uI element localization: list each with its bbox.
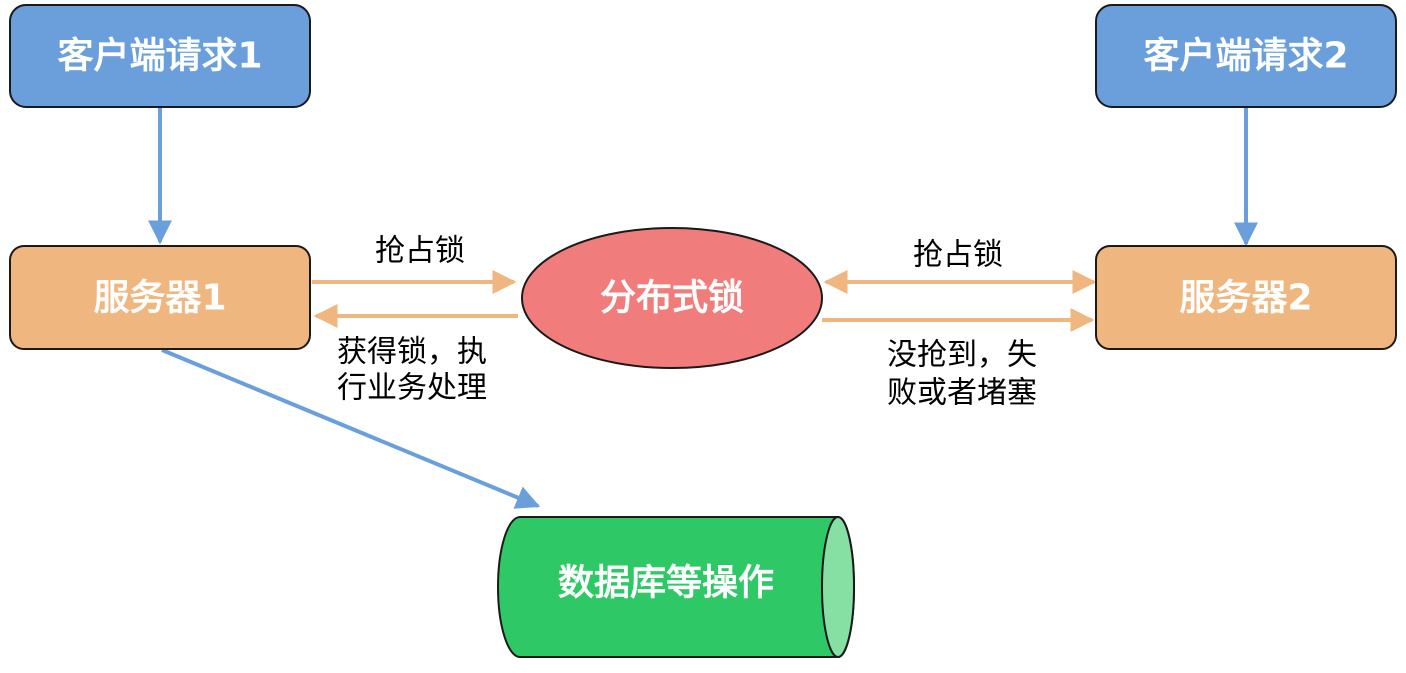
- edge-server1-database: [161, 348, 541, 509]
- node-server2: [1095, 245, 1397, 350]
- node-client1-label: 客户端请求1: [57, 36, 262, 77]
- node-database-label: 数据库等操作: [558, 563, 774, 604]
- node-server1-label: 服务器1: [93, 278, 226, 319]
- node-client2: [1095, 4, 1397, 108]
- database-cap: [821, 516, 855, 658]
- edge-label-grab-right: 抢占锁: [913, 238, 1003, 273]
- edge-label-grab-left: 抢占锁: [375, 234, 465, 269]
- node-lock-label: 分布式锁: [600, 278, 744, 319]
- node-server2-label: 服务器2: [1179, 278, 1312, 319]
- node-client2-label: 客户端请求2: [1143, 36, 1348, 77]
- edge-label-failed-line1: 没抢到，失: [887, 338, 1037, 373]
- node-lock: [521, 227, 823, 369]
- edge-label-acquired-line2: 行业务处理: [337, 371, 487, 406]
- node-client1: [9, 4, 311, 108]
- node-server1: [9, 245, 311, 350]
- edge-label-failed-line2: 败或者堵塞: [887, 376, 1037, 411]
- node-database: [497, 516, 855, 658]
- edge-label-acquired-line1: 获得锁，执: [337, 335, 487, 370]
